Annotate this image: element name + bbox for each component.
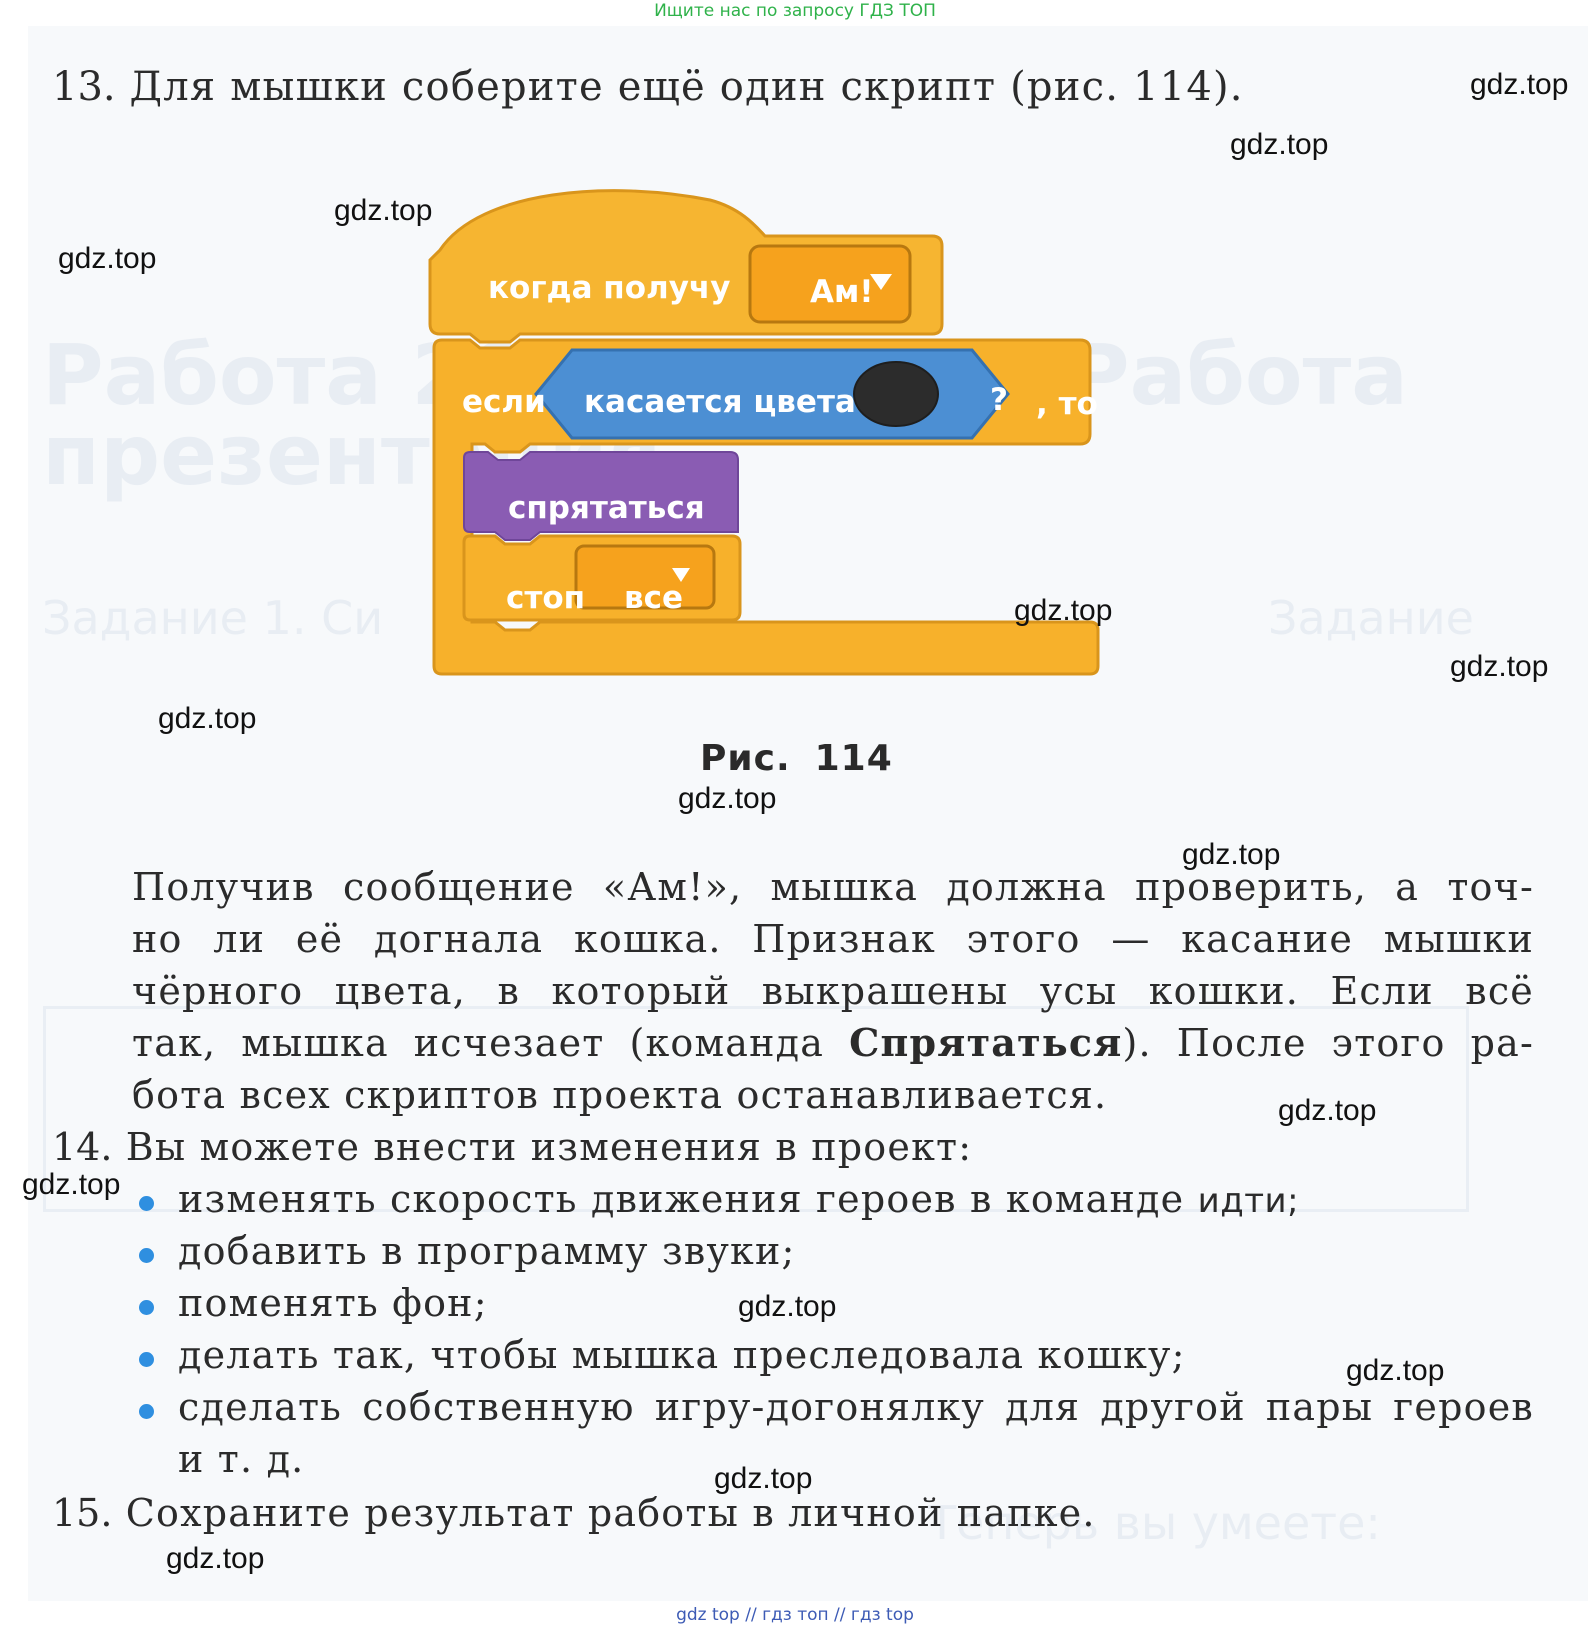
hat-dropdown (748, 244, 912, 324)
scratch-script-figure (428, 189, 1100, 676)
list-item: сделать собственную игру-догонялку для д… (178, 1385, 1534, 1429)
watermark: gdz.top (166, 1542, 265, 1575)
chevron-down-icon (870, 274, 892, 290)
color-swatch (853, 361, 939, 427)
command-name: Спрятаться (849, 1020, 1123, 1065)
command-name: идти; (1197, 1181, 1300, 1221)
watermark: gdz.top (1278, 1094, 1377, 1127)
hat-dropdown-label: Ам! (810, 274, 874, 310)
watermark: gdz.top (1230, 128, 1329, 161)
task-number: 15. (52, 1491, 113, 1535)
paragraph-line: так, мышка исчезает (команда Спрятаться)… (132, 1020, 1534, 1066)
footer-note: gdz top // гдз топ // гдз top (676, 1605, 914, 1625)
stop-dropdown-label: все (624, 580, 684, 616)
list-item: добавить в программу звуки; (178, 1229, 796, 1273)
watermark: gdz.top (58, 242, 157, 275)
stop-dropdown (574, 544, 716, 610)
watermark: gdz.top (1346, 1354, 1445, 1387)
hide-label: спрятаться (508, 490, 705, 526)
task-13: 13. Для мышки соберите ещё один скрипт (… (52, 64, 1244, 110)
bullet-icon (139, 1352, 154, 1367)
list-item-text: изменять скорость движения героев в кома… (178, 1177, 1198, 1221)
chevron-down-icon (672, 568, 690, 582)
bullet-icon (139, 1404, 154, 1419)
paragraph-line: чёрного цвета, в который выкрашены усы к… (132, 969, 1534, 1013)
if-label: если (462, 384, 546, 420)
watermark: gdz.top (1182, 838, 1281, 871)
list-item-continuation: и т. д. (178, 1437, 305, 1481)
figure-caption: Рис. 114 (700, 738, 893, 779)
watermark: gdz.top (1470, 68, 1569, 101)
bullet-icon (139, 1248, 154, 1263)
task-number: 13. (52, 64, 116, 110)
ghost-box (43, 1006, 1469, 1212)
sensing-label: касается цвета (584, 384, 856, 420)
task-15: 15. Сохраните результат работы в личной … (52, 1490, 1096, 1536)
watermark: gdz.top (22, 1168, 121, 1201)
watermark: gdz.top (1450, 650, 1549, 683)
task-text: Вы можете внести изменения в проект: (125, 1125, 973, 1169)
list-item: изменять скорость движения героев в кома… (178, 1176, 1299, 1224)
watermark: gdz.top (1014, 594, 1113, 627)
ghost-text: Работа (1068, 326, 1408, 424)
caption-number: 114 (814, 738, 893, 779)
paragraph-text: так, мышка исчезает (команда (132, 1021, 850, 1065)
list-item: делать так, чтобы мышка преследовала кош… (178, 1333, 1186, 1377)
watermark: gdz.top (738, 1290, 837, 1323)
caption-label: Рис. (700, 738, 791, 779)
watermark: gdz.top (334, 194, 433, 227)
bullet-icon (139, 1196, 154, 1211)
stop-label: стоп (506, 580, 586, 616)
ghost-text: Теперь вы умеете: (928, 1496, 1381, 1550)
task-text: Сохраните результат работы в личной папк… (125, 1491, 1096, 1535)
bullet-icon (139, 1300, 154, 1315)
paragraph-line: Получив сообщение «Ам!», мышка должна пр… (132, 865, 1534, 909)
watermark: gdz.top (714, 1462, 813, 1495)
task-14: 14. Вы можете внести изменения в проект: (52, 1124, 972, 1170)
hat-label: когдa получу (488, 270, 731, 306)
watermark: gdz.top (158, 702, 257, 735)
ghost-text: Задание (1268, 591, 1474, 645)
paragraph-line: бота всех скриптов проекта останавливает… (132, 1073, 1108, 1117)
header-note: Ищите нас по запросу ГДЗ ТОП (654, 1, 936, 21)
then-label: , то (1036, 386, 1098, 422)
sensing-question: ? (990, 382, 1008, 418)
paragraph-text: ). После этого ра- (1122, 1021, 1534, 1065)
task-text: Для мышки соберите ещё один скрипт (рис.… (129, 64, 1244, 110)
paragraph-line: но ли её догнала кошка. Признак этого — … (132, 917, 1534, 961)
list-item: поменять фон; (178, 1281, 488, 1325)
hide-block (463, 451, 739, 541)
watermark: gdz.top (678, 782, 777, 815)
task-number: 14. (52, 1125, 113, 1169)
ghost-text: Задание 1. Си (42, 591, 384, 645)
